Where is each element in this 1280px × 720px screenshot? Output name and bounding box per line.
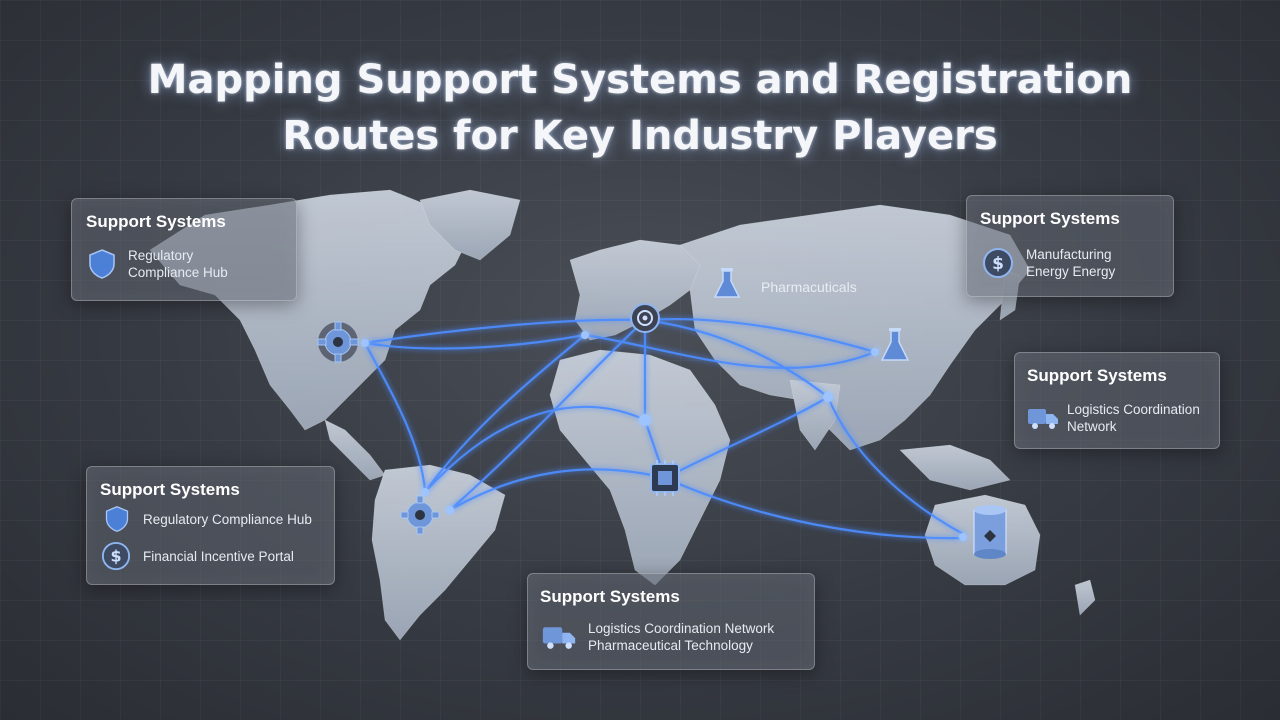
panel-item: Logistics Coordination Network Pharmaceu… <box>540 620 774 654</box>
shield-icon <box>105 506 129 532</box>
panel-item-line1: Regulatory Compliance Hub <box>143 511 312 527</box>
chip-icon <box>650 460 680 496</box>
svg-text:$: $ <box>992 254 1004 274</box>
title-line-1: Mapping Support Systems and Registration <box>147 57 1133 103</box>
continent-asia <box>679 204 1031 451</box>
route-asia-australia <box>826 396 966 536</box>
route-na-southamerica <box>364 342 427 491</box>
shield-icon <box>89 249 115 279</box>
title-line-2: Routes for Key Industry Players <box>282 113 998 159</box>
gear-icon <box>400 495 440 535</box>
route-node <box>361 339 369 347</box>
panel-item-line2: Network <box>1067 419 1117 434</box>
route-node <box>421 488 429 496</box>
route-europe-asia <box>644 317 876 354</box>
panel-item-line2: Pharmaceutical Technology <box>588 638 753 653</box>
flask-icon <box>713 268 741 298</box>
route-na-europe <box>364 333 586 350</box>
panel-item: Regulatory Compliance Hub <box>103 505 312 533</box>
route-sa-node <box>424 405 646 493</box>
panel-item: Regulatory Compliance Hub <box>88 247 228 281</box>
route-sa-africa <box>449 468 666 511</box>
panel-heading: Support Systems <box>980 209 1120 228</box>
route-node <box>959 533 967 541</box>
route-node <box>871 348 879 356</box>
support-panel-bottom-left: Support Systems Regulatory Compliance Hu… <box>86 466 335 585</box>
route-node <box>823 392 833 402</box>
landmass-greenland <box>419 189 521 261</box>
database-icon <box>973 505 1007 559</box>
route-sa-hub-up <box>449 319 646 511</box>
route-africa-australia <box>664 476 966 540</box>
support-panel-top-left: Support Systems Regulatory Compliance Hu… <box>71 198 297 301</box>
panel-item-line1: Logistics Coordination <box>1067 402 1200 417</box>
dollar-icon: $ <box>101 541 131 571</box>
landmass-new-zealand <box>1074 579 1096 616</box>
panel-item-line1: Regulatory <box>128 248 194 263</box>
dollar-icon: $ <box>983 248 1013 278</box>
target-icon <box>630 303 660 333</box>
support-panel-mid-right: Support Systems Logistics Coordination N… <box>1014 352 1220 449</box>
landmass-central-america <box>324 419 386 481</box>
panel-heading: Support Systems <box>86 212 226 231</box>
page-title: Mapping Support Systems and Registration… <box>0 52 1280 164</box>
gear-icon <box>317 321 359 363</box>
route-africa-india <box>664 396 829 479</box>
support-panel-bottom-center: Support Systems Logistics Coordination N… <box>527 573 815 670</box>
route-hub-india <box>644 318 829 398</box>
continent-africa <box>549 349 731 586</box>
panel-heading: Support Systems <box>540 587 680 606</box>
panel-heading: Support Systems <box>100 480 240 499</box>
route-na-hub <box>364 318 646 345</box>
panel-item: Logistics Coordination Network <box>1027 401 1200 435</box>
truck-icon <box>1028 409 1058 429</box>
continent-south-america <box>371 464 506 641</box>
panel-item-line2: Compliance Hub <box>128 265 228 280</box>
panel-heading: Support Systems <box>1027 366 1167 385</box>
svg-text:$: $ <box>110 547 121 566</box>
panel-item: $ Manufacturing Energy Energy <box>982 246 1115 280</box>
landmass-india <box>789 379 841 451</box>
route-node <box>581 331 589 339</box>
flask-icon <box>880 328 910 361</box>
panel-item-line1: Manufacturing <box>1026 247 1112 262</box>
panel-item-line1: Logistics Coordination Network <box>588 621 775 636</box>
panel-item-line2: Energy Energy <box>1026 264 1116 279</box>
support-panel-top-right: Support Systems $ Manufacturing Energy E… <box>966 195 1174 297</box>
landmass-southeast-asia <box>899 444 1011 491</box>
map-label-pharmaceuticals: Pharmacuticals <box>761 279 857 295</box>
route-sa-europe <box>424 334 586 493</box>
route-node <box>639 414 651 426</box>
route-node <box>446 506 454 514</box>
truck-icon <box>542 627 576 649</box>
panel-item-line1: Financial Incentive Portal <box>143 548 294 564</box>
panel-item: $ Financial Incentive Portal <box>101 541 294 571</box>
